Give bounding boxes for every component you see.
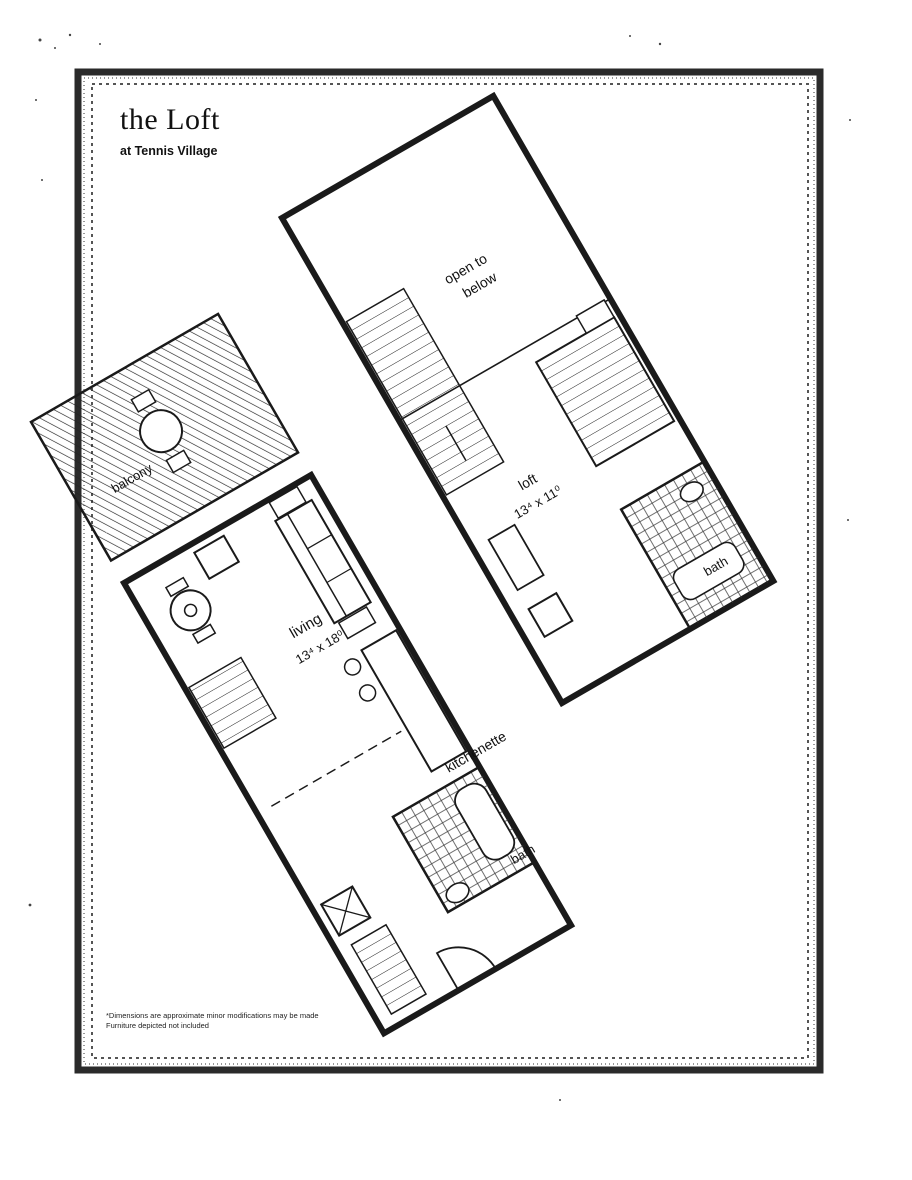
plan-title: the Loft [120, 103, 220, 136]
balcony-table [139, 409, 184, 454]
armchair [192, 534, 241, 581]
disclaimer-line-2: Furniture depicted not included [106, 1021, 209, 1030]
page-frame [74, 68, 824, 1074]
upper-unit [277, 91, 778, 708]
stairs-lower [187, 656, 277, 750]
disclaimer: *Dimensions are approximate minor modifi… [106, 1011, 319, 1031]
bath-upper-room [619, 459, 776, 631]
bed [534, 315, 676, 468]
stairs-entry [350, 923, 428, 1016]
lower-unit [29, 312, 576, 1038]
plan-subtitle: at Tennis Village [120, 144, 218, 158]
stairs-upper [345, 287, 505, 496]
kitchenette-counter [360, 628, 468, 773]
bath-lower-room [391, 765, 537, 914]
entry-door-swing [435, 946, 497, 991]
dining-table [169, 589, 212, 632]
loft-chair [527, 591, 574, 639]
sofa [273, 498, 373, 625]
disclaimer-line-1: *Dimensions are approximate minor modifi… [106, 1011, 319, 1020]
title-block: the Loft at Tennis Village [120, 103, 220, 159]
scan-noise [28, 33, 851, 1101]
